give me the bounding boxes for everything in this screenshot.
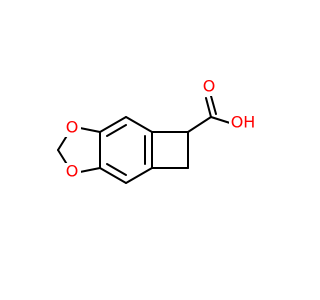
hydroxyl-label: OH [231,113,256,132]
dioxole-bond-bottom-ring [79,167,101,173]
aromatic-double-bond-1 [106,124,127,137]
benzene-bond-2 [125,116,153,133]
carbonyl-bond-outer [205,97,212,118]
molecule-diagram: O O O OH [57,77,257,184]
hydroxyl-mask [229,114,257,132]
oxygen-top-mask [63,119,81,137]
dioxole-bond-top-ring [79,127,101,133]
hydroxyl-bond [210,116,231,124]
aromatic-double-bond-3 [106,163,127,176]
benzene-bond-4 [125,167,153,184]
carboxyl-carbon-bond [187,116,212,133]
benzene-bond-1 [99,116,127,133]
carbonyl-oxygen-mask [200,78,218,96]
oxygen-top-label: O [66,118,79,137]
oxygen-bottom-mask [63,163,81,181]
molecule-svg: O O O OH [57,77,257,184]
benzene-bond-5 [99,167,127,184]
carbonyl-bond-inner [210,95,217,115]
carbonyl-oxygen-label: O [203,77,216,96]
oxygen-bottom-label: O [66,162,79,181]
